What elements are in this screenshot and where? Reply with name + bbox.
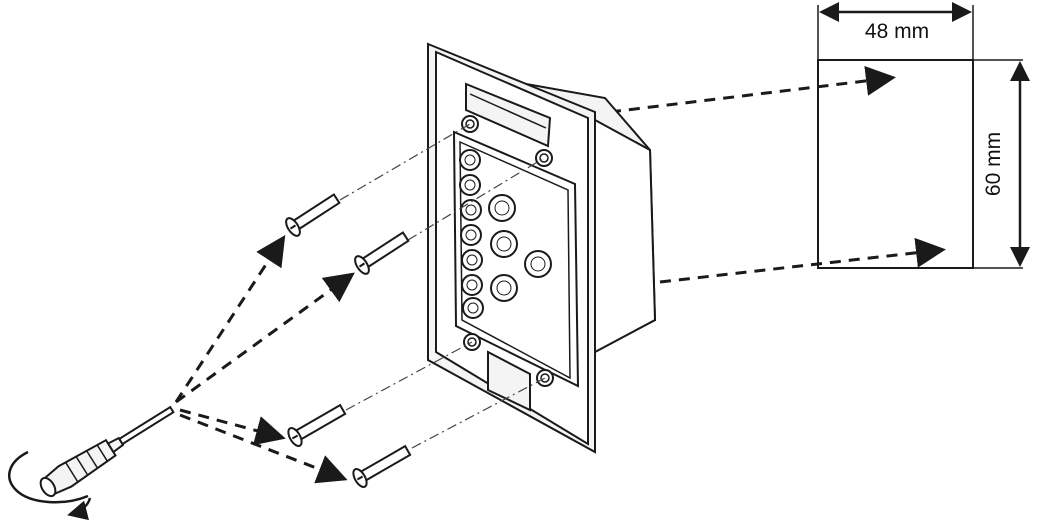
screw-icon bbox=[352, 444, 412, 489]
screw-icon bbox=[287, 403, 347, 448]
screwdriver-icon bbox=[39, 405, 175, 498]
screw-icon bbox=[285, 193, 341, 237]
screw-hole-bottom-right bbox=[536, 369, 554, 387]
bottom-clip bbox=[487, 350, 531, 412]
rotation-arrow-icon bbox=[8, 450, 92, 521]
screwdriver-arrows bbox=[174, 234, 355, 484]
cutout-arrow-top bbox=[609, 66, 896, 114]
top-clip bbox=[465, 82, 552, 148]
round-buttons bbox=[488, 194, 552, 302]
button-column bbox=[459, 149, 484, 319]
mounting-plate bbox=[427, 42, 596, 454]
alignment-lines bbox=[339, 123, 546, 449]
screw-hole-top-right bbox=[535, 149, 553, 167]
width-dimension-label: 48 mm bbox=[865, 20, 929, 43]
cutout-arrow-bottom bbox=[659, 237, 946, 284]
height-dimension-label: 60 mm bbox=[982, 132, 1005, 196]
cutout-rectangle bbox=[817, 59, 974, 269]
screw-icon bbox=[354, 231, 410, 275]
inner-panel bbox=[452, 130, 580, 388]
cutout-template: 48 mm 60 mm bbox=[609, 2, 1030, 284]
screw-hole-top-left bbox=[461, 115, 479, 133]
